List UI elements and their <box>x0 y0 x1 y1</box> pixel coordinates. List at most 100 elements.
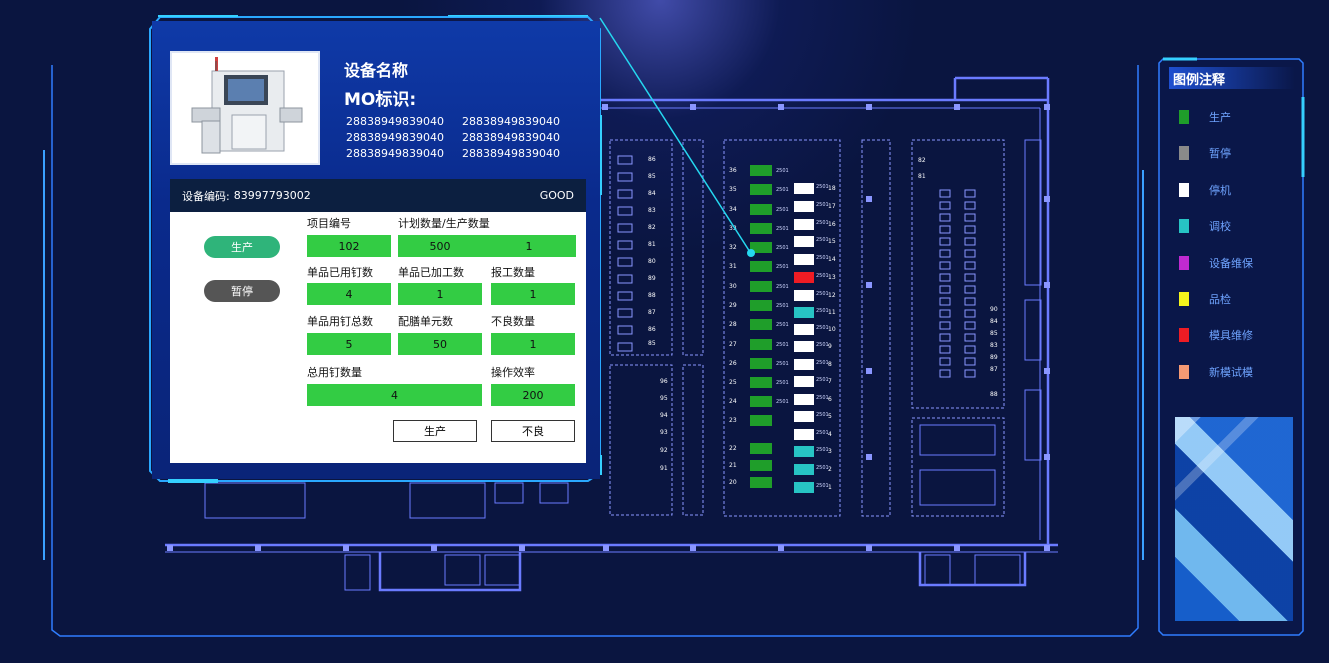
machine-tag: 2501 <box>776 322 789 328</box>
machine-cell[interactable] <box>750 223 772 234</box>
rack-number-left: 81 <box>648 241 656 248</box>
machine-number-a: 26 <box>729 360 737 367</box>
rack-number-left: 80 <box>648 258 656 265</box>
legend-panel: 图例注释 生产 暂停 停机 调校 设备维保 品检 模具维修 <box>1157 57 1305 637</box>
machine-cell[interactable] <box>750 358 772 369</box>
project-no-value: 102 <box>307 235 391 257</box>
rack-slot <box>939 309 951 318</box>
machine-tag: 2501 <box>816 360 829 366</box>
rack-slot <box>939 213 951 222</box>
machine-number-a: 29 <box>729 302 737 309</box>
machine-number-a: 32 <box>729 244 737 251</box>
machine-tag: 2501 <box>816 325 829 331</box>
rack-slot <box>617 172 633 182</box>
rack-number-right-2: 84 <box>990 318 998 325</box>
machine-cell[interactable] <box>794 446 814 457</box>
units-value: 50 <box>398 333 482 355</box>
popup-body: 设备名称 MO标识: 28838949839040 28838949839040… <box>152 21 600 479</box>
selected-machine-marker[interactable] <box>747 249 755 257</box>
machine-number-b: 8 <box>828 361 832 368</box>
production-button[interactable]: 生产 <box>393 420 477 442</box>
machine-tag: 2501 <box>776 303 789 309</box>
legend-decorative-image <box>1175 417 1293 621</box>
machine-cell[interactable] <box>794 236 814 247</box>
rack-number-right-2: 83 <box>990 342 998 349</box>
machine-cell[interactable] <box>750 477 772 488</box>
machine-tag: 2501 <box>776 226 789 232</box>
machine-cell[interactable] <box>794 272 814 283</box>
machine-number-a: 20 <box>729 479 737 486</box>
rack-number-left-2: 91 <box>660 465 668 472</box>
machine-number-b: 18 <box>828 185 836 192</box>
equipment-code-bar: 设备编码: 83997793002 GOOD <box>170 179 586 212</box>
machine-number-a: 28 <box>729 321 737 328</box>
machine-number-a: 23 <box>729 417 737 424</box>
machine-cell[interactable] <box>794 359 814 370</box>
machine-number-b: 4 <box>828 431 832 438</box>
rack-slot <box>964 345 976 354</box>
machine-cell[interactable] <box>750 377 772 388</box>
machine-number-b: 12 <box>828 292 836 299</box>
machine-cell[interactable] <box>794 429 814 440</box>
rack-number-left: 87 <box>648 309 656 316</box>
machine-number-b: 13 <box>828 274 836 281</box>
machine-cell[interactable] <box>750 319 772 330</box>
production-status-pill[interactable]: 生产 <box>204 236 280 258</box>
legend-label: 调校 <box>1209 220 1231 233</box>
machine-cell[interactable] <box>794 219 814 230</box>
mo-id: 28838949839040 <box>462 115 560 128</box>
machine-cell[interactable] <box>794 341 814 352</box>
machine-cell[interactable] <box>750 261 772 272</box>
total-nails-value: 5 <box>307 333 391 355</box>
rack-number-right-3: 88 <box>990 391 998 398</box>
machine-cell[interactable] <box>750 300 772 311</box>
machine-tag: 2501 <box>816 465 829 471</box>
machine-cell[interactable] <box>750 165 772 176</box>
machine-cell[interactable] <box>794 411 814 422</box>
machine-tag: 2501 <box>816 273 829 279</box>
rack-slot <box>964 297 976 306</box>
machine-cell[interactable] <box>794 307 814 318</box>
machine-tag: 2501 <box>776 187 789 193</box>
machine-cell[interactable] <box>794 464 814 475</box>
machine-number-b: 6 <box>828 396 832 403</box>
rack-number-right: 82 <box>918 157 926 164</box>
units-label: 配膳单元数 <box>398 315 453 328</box>
machine-tag: 2501 <box>816 308 829 314</box>
machine-cell[interactable] <box>750 184 772 195</box>
machine-cell[interactable] <box>750 415 772 426</box>
machine-cell[interactable] <box>794 290 814 301</box>
mo-id: 28838949839040 <box>462 131 560 144</box>
machine-cell[interactable] <box>750 339 772 350</box>
processed-label: 单品已加工数 <box>398 266 464 279</box>
machine-cell[interactable] <box>750 396 772 407</box>
machine-cell[interactable] <box>794 394 814 405</box>
machine-cell[interactable] <box>750 204 772 215</box>
legend-swatch <box>1179 146 1189 160</box>
rack-number-left: 86 <box>648 156 656 163</box>
machine-number-a: 27 <box>729 341 737 348</box>
machine-cell[interactable] <box>750 443 772 454</box>
machine-cell[interactable] <box>794 201 814 212</box>
machine-cell[interactable] <box>794 482 814 493</box>
machine-cell[interactable] <box>750 281 772 292</box>
pause-status-pill[interactable]: 暂停 <box>204 280 280 302</box>
machine-tag: 2501 <box>816 237 829 243</box>
rack-number-left: 85 <box>648 340 656 347</box>
machine-number-b: 5 <box>828 413 832 420</box>
machine-cell[interactable] <box>794 376 814 387</box>
outer-frame <box>43 65 1144 637</box>
legend-item-pause: 暂停 <box>1179 145 1231 161</box>
machine-cell[interactable] <box>750 460 772 471</box>
rack-slot <box>964 213 976 222</box>
machine-cell[interactable] <box>750 242 772 253</box>
machine-number-a: 30 <box>729 283 737 290</box>
mo-id-list: 28838949839040 28838949839040 2883894983… <box>346 115 586 160</box>
machine-cell[interactable] <box>794 183 814 194</box>
defect-button[interactable]: 不良 <box>491 420 575 442</box>
rack-slot <box>964 261 976 270</box>
machine-tag: 2501 <box>816 412 829 418</box>
defect-label: 不良数量 <box>491 315 535 328</box>
machine-cell[interactable] <box>794 254 814 265</box>
machine-cell[interactable] <box>794 324 814 335</box>
